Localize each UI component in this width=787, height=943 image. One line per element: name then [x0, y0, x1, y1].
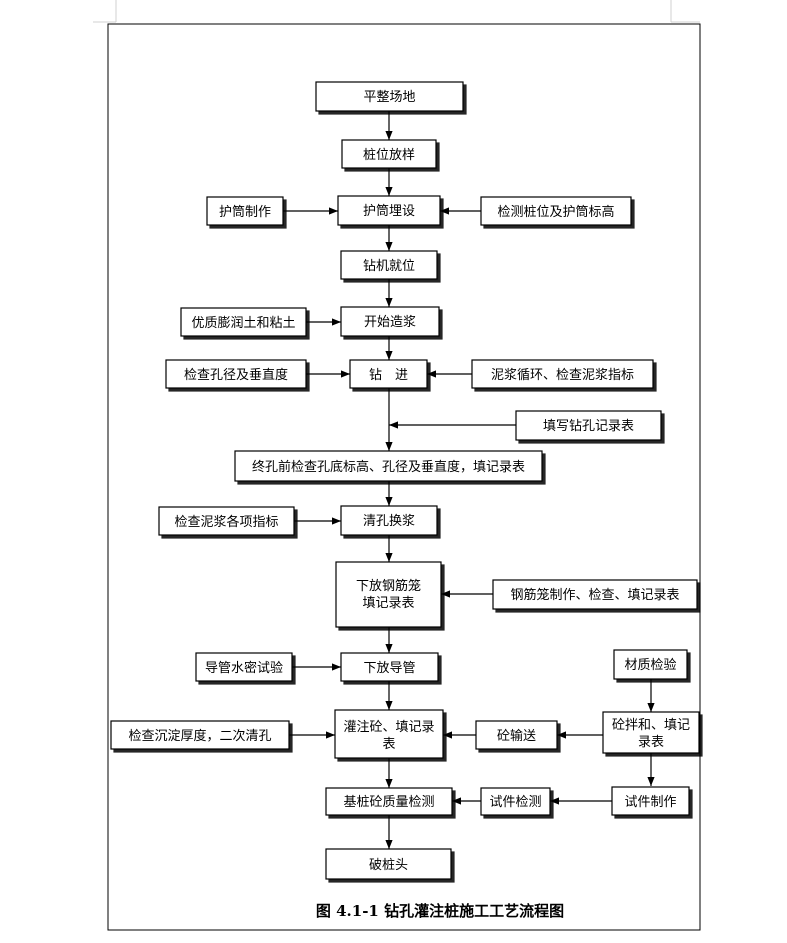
node-start-slurry: 开始造浆 — [340, 306, 440, 337]
node-label: 钢筋笼制作、检查、填记录表 — [510, 587, 679, 603]
node-label: 材质检验 — [624, 657, 676, 673]
node-pile-layout: 桩位放样 — [341, 139, 437, 169]
node-concrete-mixing: 砼拌和、填记 录表 — [602, 711, 700, 754]
node-final-check: 终孔前检查孔底标高、孔径及垂直度，填记录表 — [234, 450, 543, 482]
node-label: 录表 — [638, 735, 664, 750]
node-check-casing: 检测桩位及护筒标高 — [480, 196, 632, 226]
node-label: 清孔换浆 — [363, 514, 415, 529]
node-pipe-test: 导管水密试验 — [195, 652, 293, 682]
node-label: 砼拌和、填记 — [612, 718, 690, 733]
node-label: 下放钢筋笼 — [356, 578, 421, 594]
node-label: 基桩砼质量检测 — [343, 795, 434, 810]
node-label: 试件制作 — [624, 795, 676, 810]
node-label: 填写钻孔记录表 — [543, 419, 634, 434]
node-drill-record: 填写钻孔记录表 — [515, 410, 662, 441]
node-label: 检查泥浆各项指标 — [174, 514, 278, 530]
node-label: 砼输送 — [497, 728, 536, 744]
node-label: 钻 进 — [369, 368, 408, 383]
node-label: 试件检测 — [489, 795, 541, 810]
node-label: 检查沉淀厚度，二次清孔 — [128, 728, 271, 744]
page-header-lines — [93, 0, 700, 23]
node-label: 下放导管 — [363, 661, 415, 676]
node-label: 检测桩位及护筒标高 — [497, 204, 614, 220]
node-lower-pipe: 下放导管 — [340, 652, 439, 682]
node-label: 破桩头 — [369, 858, 408, 873]
connectors — [283, 111, 655, 849]
node-label: 终孔前检查孔底标高、孔径及垂直度，填记录表 — [252, 459, 525, 475]
node-label: 平整场地 — [363, 90, 415, 105]
node-break-pile-head: 破桩头 — [325, 848, 452, 880]
node-slurry-circulation: 泥浆循环、检查泥浆指标 — [471, 359, 654, 389]
node-cage-making: 钢筋笼制作、检查、填记录表 — [492, 579, 698, 610]
node-label: 表 — [382, 737, 395, 752]
node-drilling: 钻 进 — [349, 359, 428, 389]
node-casing-burying: 护筒埋设 — [337, 195, 441, 226]
node-pile-quality: 基桩砼质量检测 — [325, 787, 453, 816]
node-label: 导管水密试验 — [205, 660, 283, 676]
figure-caption: 图 4.1-1 钻孔灌注桩施工工艺流程图 — [316, 902, 564, 920]
node-label: 灌注砼、填记录 — [343, 720, 434, 735]
node-hole-cleaning: 清孔换浆 — [340, 505, 438, 536]
node-label: 开始造浆 — [364, 315, 416, 330]
node-check-diameter-vertical: 检查孔径及垂直度 — [165, 359, 307, 389]
node-site-leveling: 平整场地 — [315, 81, 464, 112]
node-specimen-making: 试件制作 — [611, 786, 690, 816]
node-label: 泥浆循环、检查泥浆指标 — [491, 368, 634, 383]
node-label: 护筒制作 — [219, 204, 271, 220]
node-material-test: 材质检验 — [613, 649, 688, 680]
node-bentonite-clay: 优质膨润土和粘土 — [180, 307, 307, 337]
node-pour-concrete: 灌注砼、填记录 表 — [334, 709, 444, 759]
node-label: 护筒埋设 — [363, 203, 415, 219]
node-label: 桩位放样 — [363, 148, 415, 163]
node-lower-cage: 下放钢筋笼 填记录表 — [335, 561, 442, 628]
node-casing-making: 护筒制作 — [206, 196, 284, 226]
node-check-slurry-items: 检查泥浆各项指标 — [158, 506, 295, 536]
node-concrete-transport: 砼输送 — [475, 720, 558, 750]
node-label: 钻机就位 — [363, 259, 415, 274]
frame-border — [107, 23, 701, 931]
node-label: 填记录表 — [362, 596, 414, 611]
node-specimen-test: 试件检测 — [480, 787, 551, 816]
node-label: 检查孔径及垂直度 — [184, 367, 288, 383]
node-rig-positioning: 钻机就位 — [340, 250, 438, 280]
node-sediment-check: 检查沉淀厚度，二次清孔 — [110, 720, 290, 750]
node-label: 优质膨润土和粘土 — [191, 316, 295, 331]
